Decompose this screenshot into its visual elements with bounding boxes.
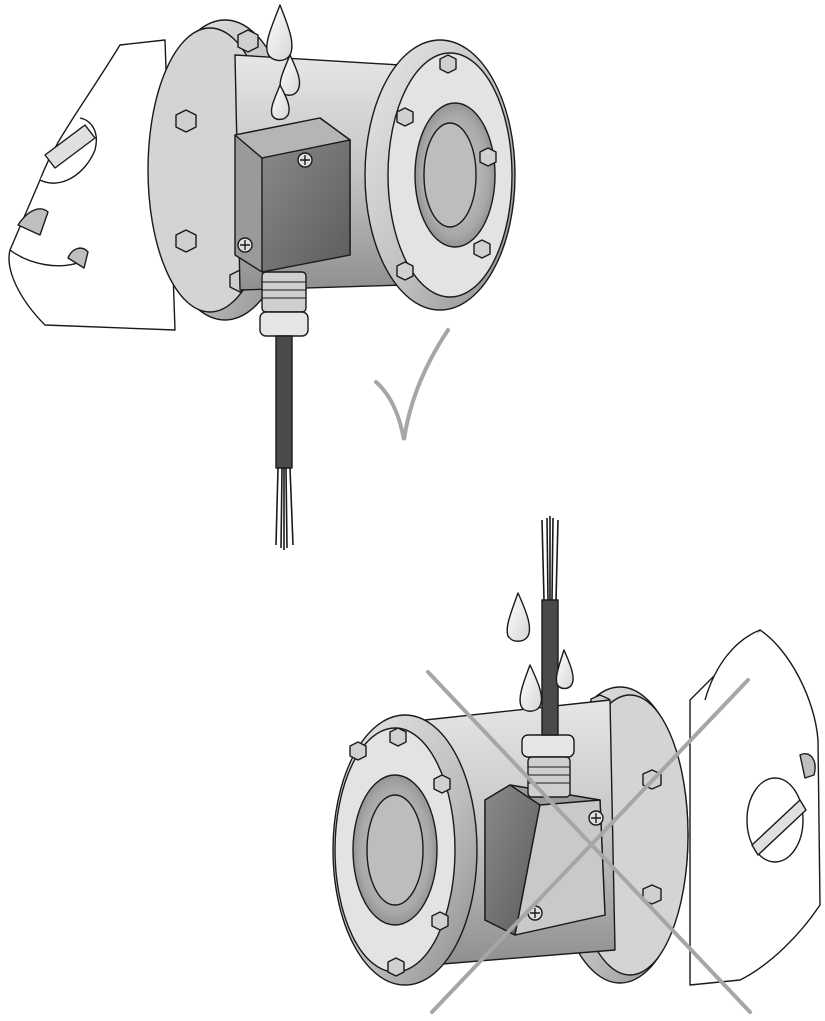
check-mark <box>374 328 450 441</box>
water-drops-bottom <box>506 592 574 712</box>
flange-right <box>364 39 516 311</box>
flange-left-bottom <box>332 714 478 986</box>
cross-mark <box>426 670 752 1014</box>
pipe-right <box>689 629 821 986</box>
junction-box <box>234 117 351 273</box>
correct-installation-device <box>8 4 516 550</box>
cable-bottom <box>541 516 559 736</box>
pipe-left <box>8 39 176 331</box>
water-drops <box>266 4 301 121</box>
cable <box>275 335 294 550</box>
junction-box-bottom <box>484 784 606 936</box>
cable-gland <box>259 271 309 337</box>
incorrect-installation-device <box>332 516 821 986</box>
cable-gland-bottom <box>521 734 575 798</box>
